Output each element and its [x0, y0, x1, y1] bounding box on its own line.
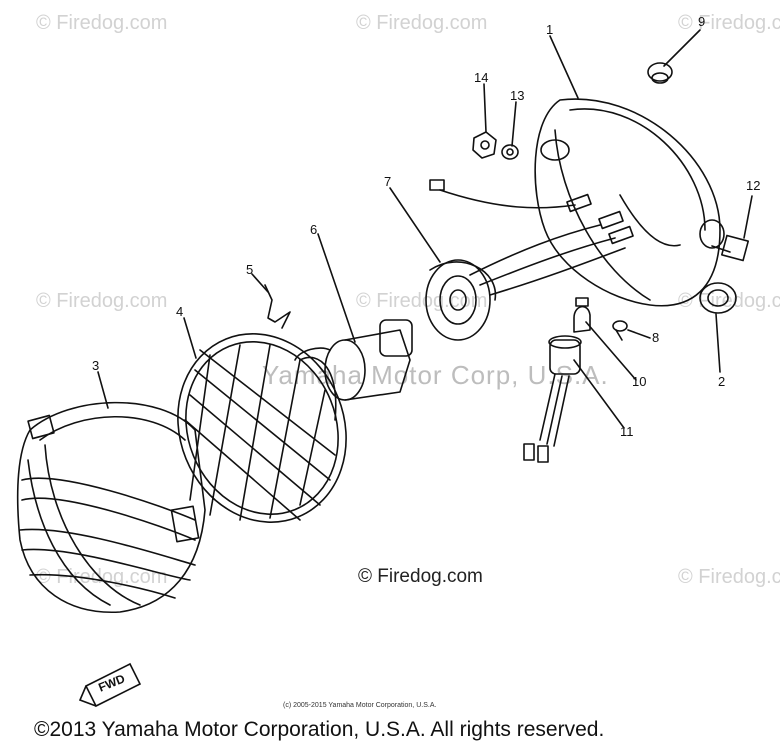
callout-12: 12	[746, 178, 761, 193]
sealed-beam-lens	[177, 333, 347, 523]
bulb-holder	[425, 179, 634, 341]
callout-4: 4	[176, 304, 184, 319]
small-copyright: (c) 2005-2015 Yamaha Motor Corporation, …	[283, 702, 437, 709]
callout-7: 7	[384, 174, 392, 189]
watermark: © Firedog.com	[36, 290, 168, 312]
watermark: © Firedog.com	[678, 566, 780, 588]
fwd-arrow	[78, 662, 142, 708]
pilot-socket	[523, 335, 582, 463]
callout-8: 8	[652, 330, 660, 345]
collar-2	[699, 282, 737, 314]
washer-13	[501, 144, 519, 160]
callout-9: 9	[698, 14, 706, 29]
watermark: © Firedog.com	[678, 12, 780, 34]
callout-3: 3	[92, 358, 100, 373]
bulb-socket-cone	[294, 319, 413, 401]
center-watermark: © Firedog.com	[358, 566, 483, 587]
callout-11: 11	[620, 424, 634, 439]
screw-8	[612, 320, 628, 341]
bolt-12	[711, 234, 750, 262]
callout-5: 5	[246, 262, 254, 277]
headlight-guard	[16, 401, 206, 613]
callout-6: 6	[310, 222, 318, 237]
nut-14	[472, 131, 497, 159]
footer-copyright: ©2013 Yamaha Motor Corporation, U.S.A. A…	[34, 718, 605, 741]
grommet-9	[647, 62, 673, 84]
callout-2: 2	[718, 374, 726, 389]
callout-1: 1	[546, 22, 554, 37]
watermark: © Firedog.com	[356, 290, 488, 312]
pilot-bulb	[573, 297, 591, 333]
clip-spring	[264, 284, 291, 329]
headlight-shell	[534, 98, 725, 307]
callout-13: 13	[510, 88, 525, 103]
callout-10: 10	[632, 374, 647, 389]
callout-14: 14	[474, 70, 489, 85]
watermark: © Firedog.com	[36, 12, 168, 34]
watermark: © Firedog.com	[356, 12, 488, 34]
